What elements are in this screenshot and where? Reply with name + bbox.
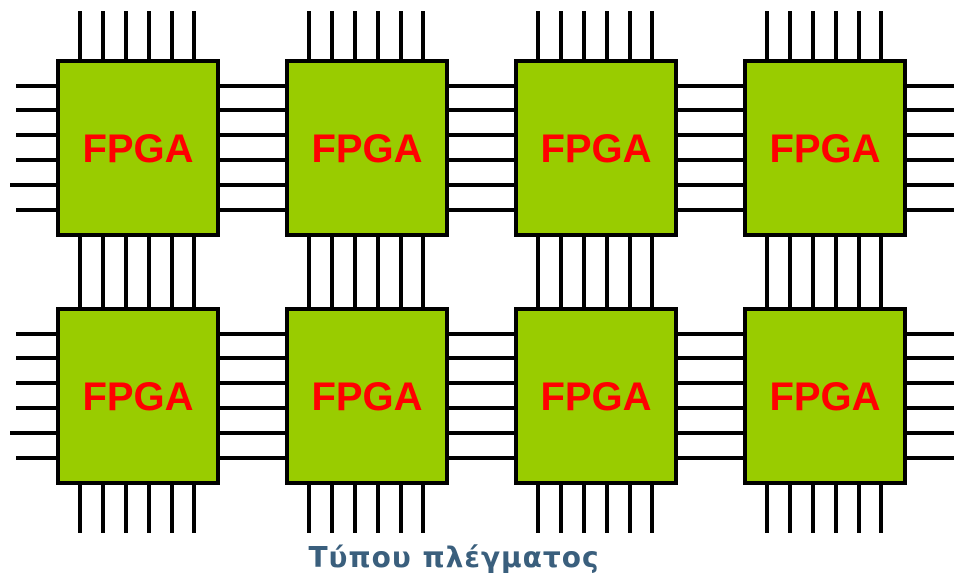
fpga-chip-body: [514, 307, 678, 485]
fpga-chip: FPGA: [285, 307, 449, 485]
pin-layer: [10, 11, 954, 533]
fpga-chip-body: [514, 59, 678, 237]
fpga-chip: FPGA: [514, 307, 678, 485]
fpga-chip-label: FPGA: [311, 375, 422, 419]
fpga-chip: FPGA: [514, 59, 678, 237]
chip-layer: FPGA FPGA FPGA FPGA FPGA FPGA FPGA FPGA: [56, 59, 907, 485]
fpga-chip-body: [56, 307, 220, 485]
fpga-chip-label: FPGA: [82, 375, 193, 419]
fpga-chip-label: FPGA: [769, 127, 880, 171]
fpga-chip: FPGA: [285, 59, 449, 237]
fpga-chip: FPGA: [743, 59, 907, 237]
fpga-chip-label: FPGA: [540, 127, 651, 171]
fpga-chip-label: FPGA: [82, 127, 193, 171]
fpga-chip-label: FPGA: [311, 127, 422, 171]
fpga-chip-body: [285, 59, 449, 237]
fpga-chip-body: [743, 307, 907, 485]
diagram-caption: Τύπου πλέγματος: [308, 541, 600, 574]
fpga-chip-label: FPGA: [540, 375, 651, 419]
fpga-chip-body: [743, 59, 907, 237]
fpga-chip-body: [56, 59, 220, 237]
fpga-chip-body: [285, 307, 449, 485]
fpga-chip-label: FPGA: [769, 375, 880, 419]
fpga-chip: FPGA: [743, 307, 907, 485]
fpga-chip: FPGA: [56, 59, 220, 237]
fpga-chip: FPGA: [56, 307, 220, 485]
